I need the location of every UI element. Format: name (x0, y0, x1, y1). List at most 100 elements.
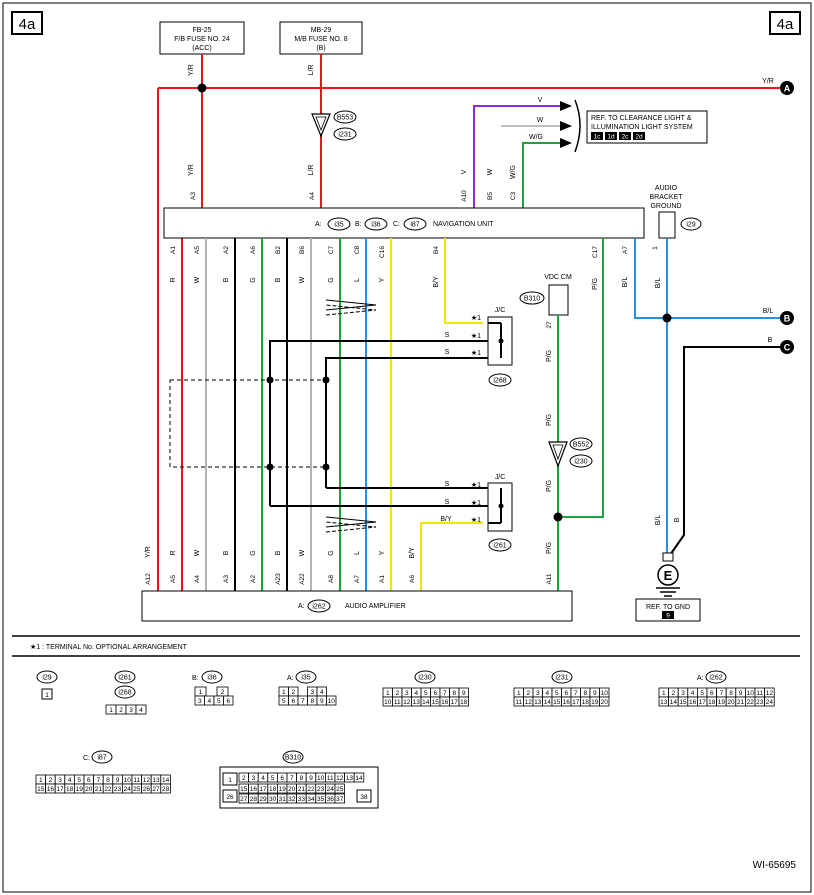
svg-text:9: 9 (462, 690, 466, 697)
amp-wire-labels: R W B G B W G L Y B/Y (170, 547, 416, 559)
svg-text:W: W (299, 549, 306, 556)
svg-text:20: 20 (601, 699, 609, 706)
svg-text:G: G (328, 277, 335, 282)
svg-text:B553: B553 (337, 115, 353, 122)
svg-text:15: 15 (553, 699, 561, 706)
svg-text:21: 21 (737, 699, 745, 706)
svg-text:1: 1 (45, 692, 49, 699)
svg-text:A7: A7 (622, 246, 629, 254)
svg-text:B/Y: B/Y (433, 276, 440, 288)
svg-text:C7: C7 (328, 245, 335, 254)
svg-text:20: 20 (727, 699, 735, 706)
svg-text:Y/R: Y/R (145, 546, 152, 558)
shield-dashed (169, 379, 327, 468)
svg-text:P/G: P/G (546, 480, 553, 492)
wires-nav-amp (205, 238, 392, 591)
svg-text:26: 26 (226, 794, 234, 801)
wire-by-top (444, 238, 483, 324)
page-tag-right (769, 11, 801, 35)
svg-text:2: 2 (119, 707, 123, 714)
wire-yr (157, 54, 780, 591)
svg-text:G: G (250, 277, 257, 282)
svg-text:ILLUMINATION LIGHT SYSTEM: ILLUMINATION LIGHT SYSTEM (591, 124, 693, 131)
svg-text:29: 29 (259, 796, 267, 803)
svg-text:16: 16 (250, 786, 258, 793)
svg-text:23: 23 (756, 699, 764, 706)
svg-text:A4: A4 (194, 575, 201, 583)
svg-text:11: 11 (515, 699, 522, 706)
svg-text:10: 10 (384, 699, 392, 706)
svg-text:9: 9 (666, 613, 670, 620)
svg-text:10: 10 (747, 690, 755, 697)
svg-text:1: 1 (386, 690, 390, 697)
svg-text:B2: B2 (275, 246, 282, 254)
svg-text:2: 2 (672, 690, 676, 697)
svg-text:REF. TO CLEARANCE LIGHT &: REF. TO CLEARANCE LIGHT & (591, 115, 692, 122)
terminal-note: ★1 : TERMINAL No. OPTIONAL ARRANGEMENT (30, 643, 188, 651)
svg-text:13: 13 (534, 699, 542, 706)
svg-text:J/C: J/C (495, 307, 506, 314)
svg-text:2: 2 (49, 777, 53, 784)
svg-text:A4: A4 (309, 192, 316, 200)
svg-text:17: 17 (56, 786, 64, 793)
svg-text:★1: ★1 (471, 499, 481, 507)
svg-text:★1: ★1 (471, 332, 481, 340)
svg-text:B310: B310 (285, 755, 301, 762)
ground-symbol: E (656, 552, 680, 597)
svg-text:13: 13 (413, 699, 421, 706)
svg-text:9: 9 (309, 775, 313, 782)
svg-text:17: 17 (259, 786, 267, 793)
svg-text:i230: i230 (418, 675, 431, 682)
svg-text:i87: i87 (410, 222, 419, 229)
jc-i261: J/C ★1 ★1 ★1 S S B/Y i261 (440, 474, 513, 552)
svg-text:6: 6 (564, 690, 568, 697)
svg-text:REF. TO GND: REF. TO GND (646, 604, 690, 611)
svg-text:32: 32 (288, 796, 296, 803)
svg-text:1: 1 (282, 689, 286, 696)
legend-b310-pin (334, 783, 346, 794)
svg-text:1: 1 (517, 690, 521, 697)
svg-text:36: 36 (327, 796, 335, 803)
svg-text:B: B (784, 314, 791, 324)
svg-text:17: 17 (451, 699, 459, 706)
svg-text:B4: B4 (433, 246, 440, 254)
svg-text:4: 4 (414, 690, 418, 697)
splice-yr (197, 83, 207, 93)
svg-text:J/C: J/C (495, 474, 506, 481)
svg-text:1d: 1d (607, 134, 615, 141)
svg-text:W: W (487, 168, 494, 175)
svg-text:A3: A3 (190, 192, 197, 200)
fuse-fb25: FB-25 F/B FUSE NO. 24 (ACC) (159, 21, 245, 55)
legend-i29-body (41, 688, 53, 700)
legend-i35-pin (326, 695, 337, 706)
svg-text:L/R: L/R (308, 165, 315, 176)
svg-text:A:: A: (287, 675, 294, 682)
svg-text:★1: ★1 (471, 481, 481, 489)
endpoint-a (780, 81, 794, 95)
svg-text:B/L: B/L (763, 308, 774, 315)
svg-text:GROUND: GROUND (650, 203, 681, 210)
svg-text:4: 4 (68, 777, 72, 784)
svg-text:12: 12 (403, 699, 411, 706)
svg-text:E: E (664, 568, 673, 583)
svg-text:16: 16 (563, 699, 571, 706)
svg-text:A:: A: (298, 603, 305, 610)
svg-text:A12: A12 (145, 573, 152, 585)
svg-text:R: R (170, 277, 177, 282)
svg-text:8: 8 (583, 690, 587, 697)
svg-text:27: 27 (152, 786, 160, 793)
svg-text:B/Y: B/Y (440, 516, 452, 523)
svg-text:A5: A5 (170, 575, 177, 583)
svg-text:6: 6 (710, 690, 714, 697)
svg-text:C:: C: (393, 221, 400, 228)
svg-text:2: 2 (291, 689, 295, 696)
svg-text:8: 8 (729, 690, 733, 697)
legend-i230-pin (458, 696, 469, 707)
svg-text:S: S (445, 481, 450, 488)
svg-text:Y/R: Y/R (188, 164, 195, 176)
page-tag-right-text: 4a (777, 16, 794, 33)
svg-text:B/Y: B/Y (409, 547, 416, 559)
svg-text:★1: ★1 (471, 516, 481, 524)
svg-text:A2: A2 (250, 575, 257, 583)
